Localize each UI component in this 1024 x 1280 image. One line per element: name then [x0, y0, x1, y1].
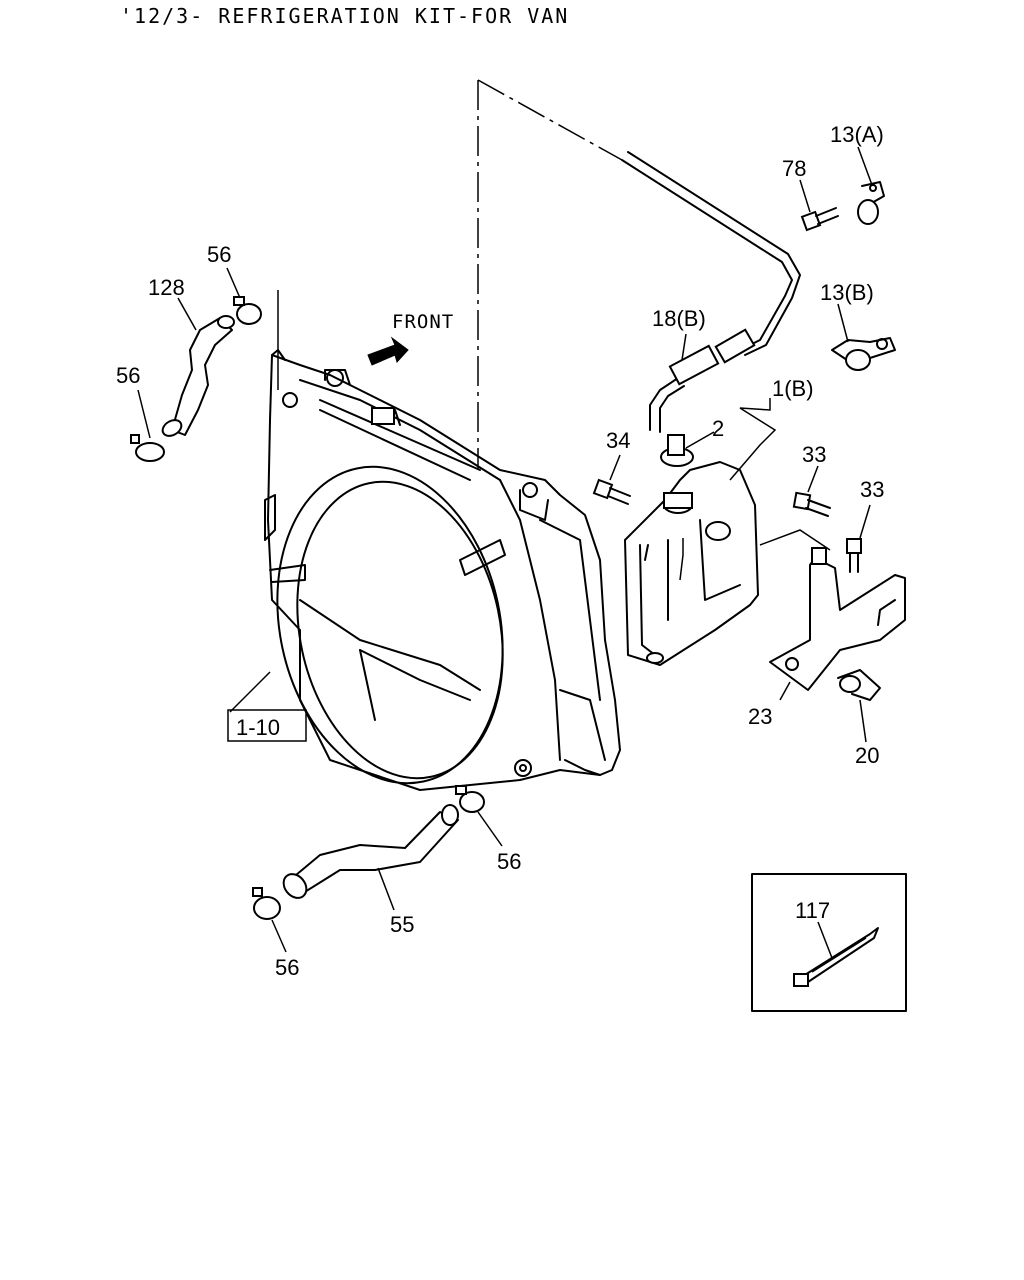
- callout-56-lower-left: 56: [275, 955, 299, 980]
- callout-55: 55: [390, 912, 414, 937]
- hose-clamp-icon: [253, 896, 281, 920]
- diagram-title: '12/3- REFRIGERATION KIT-FOR VAN: [120, 4, 570, 28]
- clip-13a: [857, 181, 885, 225]
- callout-33a: 33: [802, 442, 826, 467]
- hose-clamp-icon: [459, 791, 485, 813]
- callout-78: 78: [782, 156, 806, 181]
- radiator-assembly: [264, 349, 621, 791]
- callout-1-10: 1-10: [236, 715, 280, 740]
- hose-clamp-icon: [236, 303, 262, 325]
- callout-117: 117: [795, 898, 830, 923]
- cable-tie-icon: [793, 927, 879, 987]
- leader-lines: [137, 146, 873, 959]
- callout-1b: 1(B): [772, 376, 814, 401]
- callout-128: 128: [148, 275, 185, 300]
- callout-34: 34: [606, 428, 630, 453]
- upper-hose: [130, 296, 262, 462]
- callout-box-1-10: [227, 709, 307, 742]
- bolt-34: [592, 478, 631, 505]
- callout-56-left: 56: [116, 363, 140, 388]
- bolt-33b: [846, 538, 862, 573]
- callout-56-top: 56: [207, 242, 231, 267]
- callout-23: 23: [748, 704, 772, 729]
- bracket: [769, 547, 906, 691]
- bolt-78: [800, 207, 839, 232]
- clip-13b: [831, 337, 896, 371]
- cable-tie-inset: 117: [751, 873, 907, 1012]
- callout-20: 20: [855, 743, 879, 768]
- clip-20: [837, 669, 881, 701]
- callout-18b: 18(B): [652, 306, 706, 331]
- front-arrow: FRONT: [367, 311, 454, 366]
- callout-33b: 33: [860, 477, 884, 502]
- inset-frame: [751, 873, 907, 1012]
- reservoir-tank: [624, 434, 759, 666]
- callout-13a: 13(A): [830, 122, 884, 147]
- front-label: FRONT: [392, 311, 454, 333]
- overflow-pipe: [477, 79, 801, 470]
- hose-clamp-icon: [135, 442, 165, 462]
- callout-2: 2: [712, 416, 724, 441]
- callout-13b: 13(B): [820, 280, 874, 305]
- lower-hose: [252, 785, 485, 920]
- callout-56-lower-right: 56: [497, 849, 521, 874]
- bolt-33a: [792, 491, 831, 517]
- callout-labels: 13(A) 78 13(B) 18(B) 1(B) 2 34 33 33 23 …: [116, 122, 884, 980]
